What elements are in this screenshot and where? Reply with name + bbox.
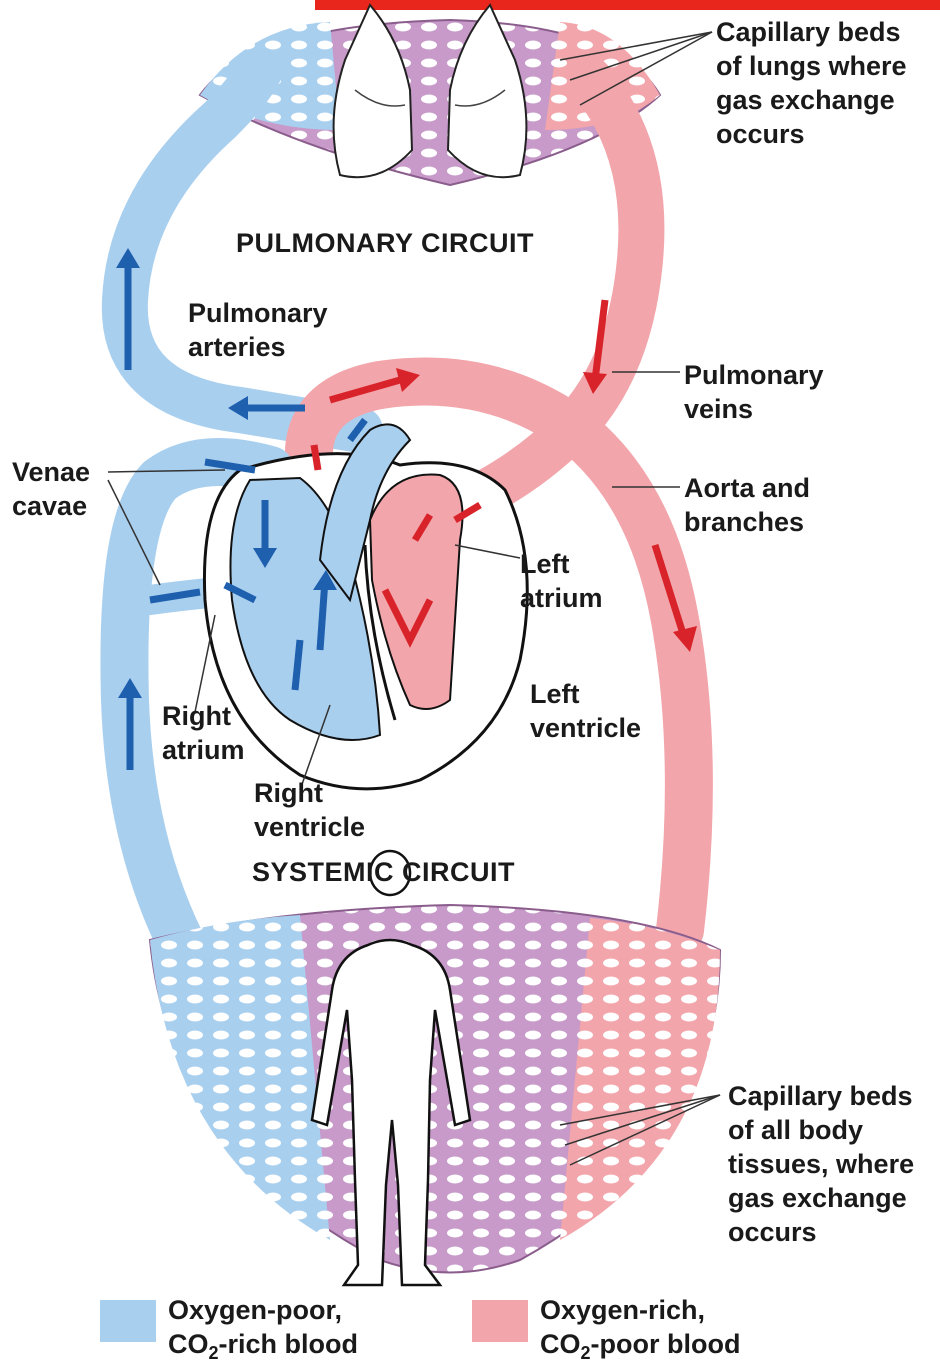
label-venae-cavae: Venae cavae [12, 455, 90, 523]
label-pulmonary-arteries: Pulmonary arteries [188, 296, 328, 364]
label-capillary-body: Capillary beds of all body tissues, wher… [728, 1079, 914, 1249]
legend-swatch-oxygen-rich [472, 1300, 528, 1342]
label-right-atrium: Right atrium [162, 699, 245, 767]
pulmonary-circuit-title: PULMONARY CIRCUIT [236, 226, 534, 260]
label-aorta: Aorta and branches [684, 471, 810, 539]
legend-swatch-oxygen-poor [100, 1300, 156, 1342]
systemic-circuit-title: SYSTEMIC CIRCUIT [252, 855, 515, 889]
legend-oxygen-rich: Oxygen-rich, CO2-poor blood [540, 1293, 740, 1370]
legend-oxygen-poor: Oxygen-poor, CO2-rich blood [168, 1293, 358, 1370]
label-right-ventricle: Right ventricle [254, 776, 365, 844]
heart [204, 424, 527, 789]
top-banner [315, 0, 940, 10]
label-capillary-lungs: Capillary beds of lungs where gas exchan… [716, 15, 907, 151]
label-left-ventricle: Left ventricle [530, 677, 641, 745]
label-left-atrium: Left atrium [520, 547, 603, 615]
label-pulmonary-veins: Pulmonary veins [684, 358, 824, 426]
